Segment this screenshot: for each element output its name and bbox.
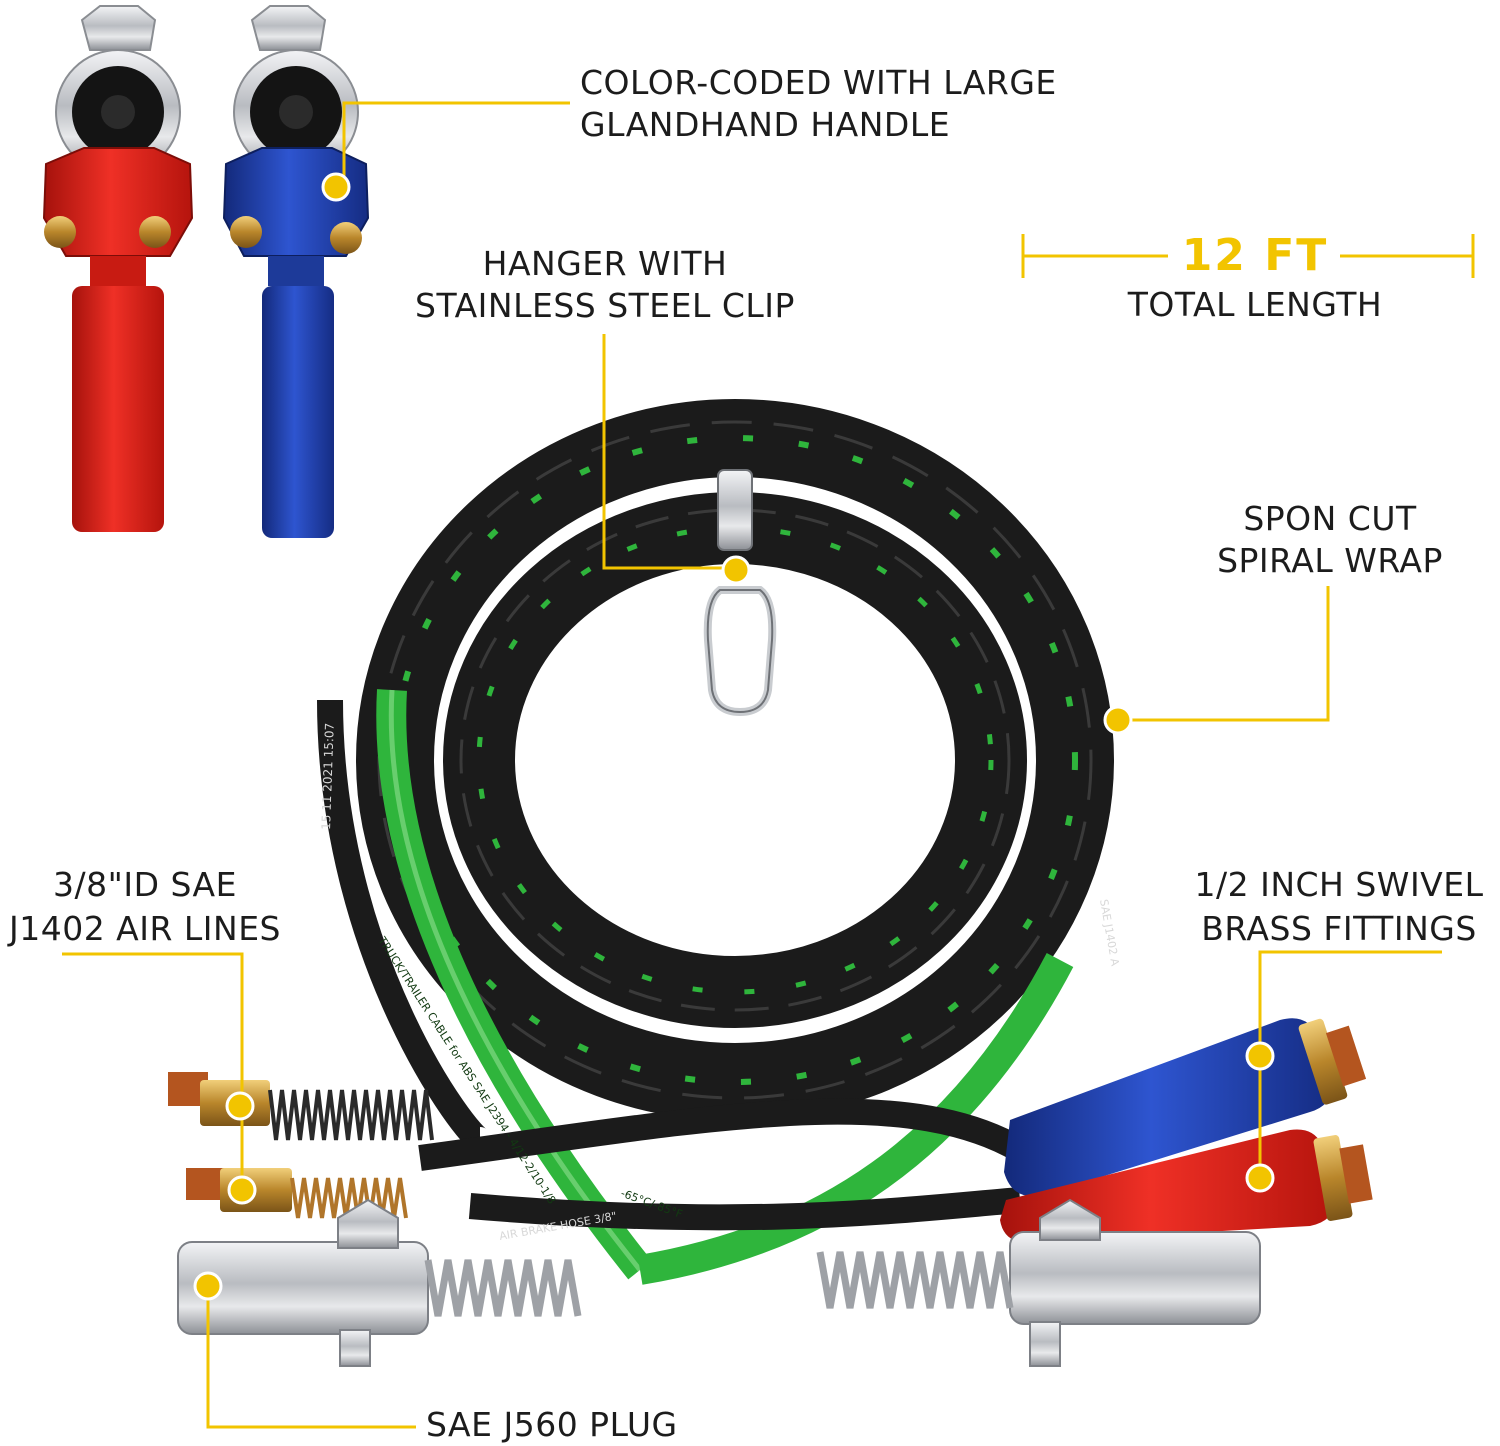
brass-fitting-left-upper bbox=[168, 1072, 434, 1141]
leader-gladhand bbox=[342, 101, 570, 186]
callout-dots bbox=[193, 172, 1275, 1301]
j560-plug-left bbox=[177, 1198, 582, 1367]
swivel-fittings-line1: 1/2 INCH SWIVEL bbox=[1194, 865, 1484, 904]
dot-spiral-wrap bbox=[1103, 705, 1133, 735]
length-caption: TOTAL LENGTH bbox=[1127, 285, 1383, 324]
leader-plug bbox=[206, 1286, 416, 1429]
spiral-wrap-line1: SPON CUT bbox=[1243, 499, 1417, 538]
leader-swivel-fittings bbox=[1258, 950, 1442, 1178]
length-value: 12 FT bbox=[1181, 230, 1329, 281]
sae-mark-print: SAE J1402 A bbox=[1097, 898, 1122, 967]
gladhand-callout-line1: COLOR-CODED WITH LARGE bbox=[580, 63, 1057, 102]
cable-tails bbox=[317, 689, 1074, 1285]
leader-hanger bbox=[602, 334, 736, 570]
dot-gladhand bbox=[321, 172, 351, 202]
hanger-callout-line2: STAINLESS STEEL CLIP bbox=[415, 286, 795, 325]
dot-hanger bbox=[721, 555, 751, 585]
dot-red-fitting bbox=[1245, 1163, 1275, 1193]
stainless-hanger-clip bbox=[703, 469, 777, 717]
gladhand-callout-line2: GLANDHAND HANDLE bbox=[580, 105, 951, 144]
j560-plug-right bbox=[816, 1198, 1261, 1367]
blue-gladhand bbox=[222, 5, 370, 538]
plug-callout: SAE J560 PLUG bbox=[426, 1405, 678, 1444]
dot-air-line-lower bbox=[227, 1175, 257, 1205]
date-code-print: 15 11 2021 15:07 bbox=[319, 723, 337, 831]
leader-air-lines bbox=[62, 952, 244, 1190]
hanger-callout-line1: HANGER WITH bbox=[482, 244, 728, 283]
dot-air-line-upper bbox=[225, 1091, 255, 1121]
dot-blue-fitting bbox=[1245, 1041, 1275, 1071]
dot-plug bbox=[193, 1271, 223, 1301]
spiral-wrap-line2: SPIRAL WRAP bbox=[1217, 541, 1443, 580]
air-lines-line1: 3/8"ID SAE bbox=[53, 865, 237, 904]
red-gladhand bbox=[42, 5, 194, 532]
air-lines-line2: J1402 AIR LINES bbox=[8, 909, 282, 948]
leader-spiral-wrap bbox=[1118, 586, 1330, 722]
swivel-fittings-line2: BRASS FITTINGS bbox=[1201, 909, 1477, 948]
